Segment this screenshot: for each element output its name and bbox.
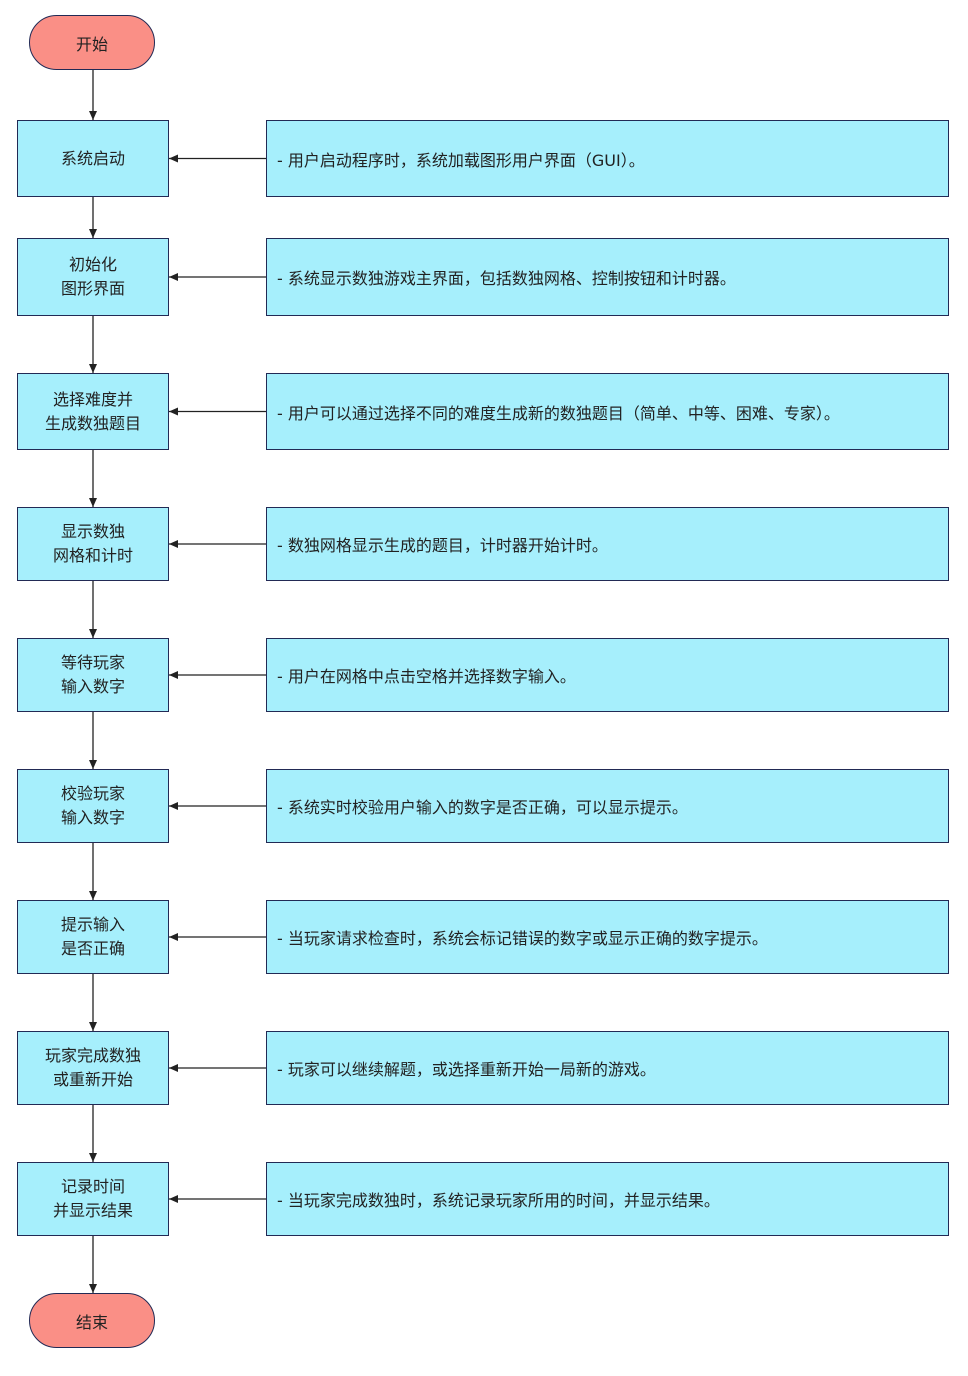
step-node: 提示输入 是否正确 xyxy=(17,900,169,974)
step-note: - 系统实时校验用户输入的数字是否正确，可以显示提示。 xyxy=(266,769,949,843)
step-note: - 当玩家完成数独时，系统记录玩家所用的时间，并显示结果。 xyxy=(266,1162,949,1236)
step-node: 初始化 图形界面 xyxy=(17,238,169,316)
step-note: - 用户启动程序时，系统加载图形用户界面（GUI）。 xyxy=(266,120,949,197)
step-node: 校验玩家 输入数字 xyxy=(17,769,169,843)
step-node: 选择难度并 生成数独题目 xyxy=(17,373,169,450)
step-node: 记录时间 并显示结果 xyxy=(17,1162,169,1236)
step-node: 等待玩家 输入数字 xyxy=(17,638,169,712)
step-note: - 系统显示数独游戏主界面，包括数独网格、控制按钮和计时器。 xyxy=(266,238,949,316)
start-node: 开始 xyxy=(29,15,155,70)
step-note: - 用户在网格中点击空格并选择数字输入。 xyxy=(266,638,949,712)
step-note: - 当玩家请求检查时，系统会标记错误的数字或显示正确的数字提示。 xyxy=(266,900,949,974)
step-note: - 玩家可以继续解题，或选择重新开始一局新的游戏。 xyxy=(266,1031,949,1105)
step-node: 显示数独 网格和计时 xyxy=(17,507,169,581)
step-note: - 用户可以通过选择不同的难度生成新的数独题目（简单、中等、困难、专家）。 xyxy=(266,373,949,450)
step-note: - 数独网格显示生成的题目，计时器开始计时。 xyxy=(266,507,949,581)
step-node: 玩家完成数独 或重新开始 xyxy=(17,1031,169,1105)
step-node: 系统启动 xyxy=(17,120,169,197)
end-node: 结束 xyxy=(29,1293,155,1348)
